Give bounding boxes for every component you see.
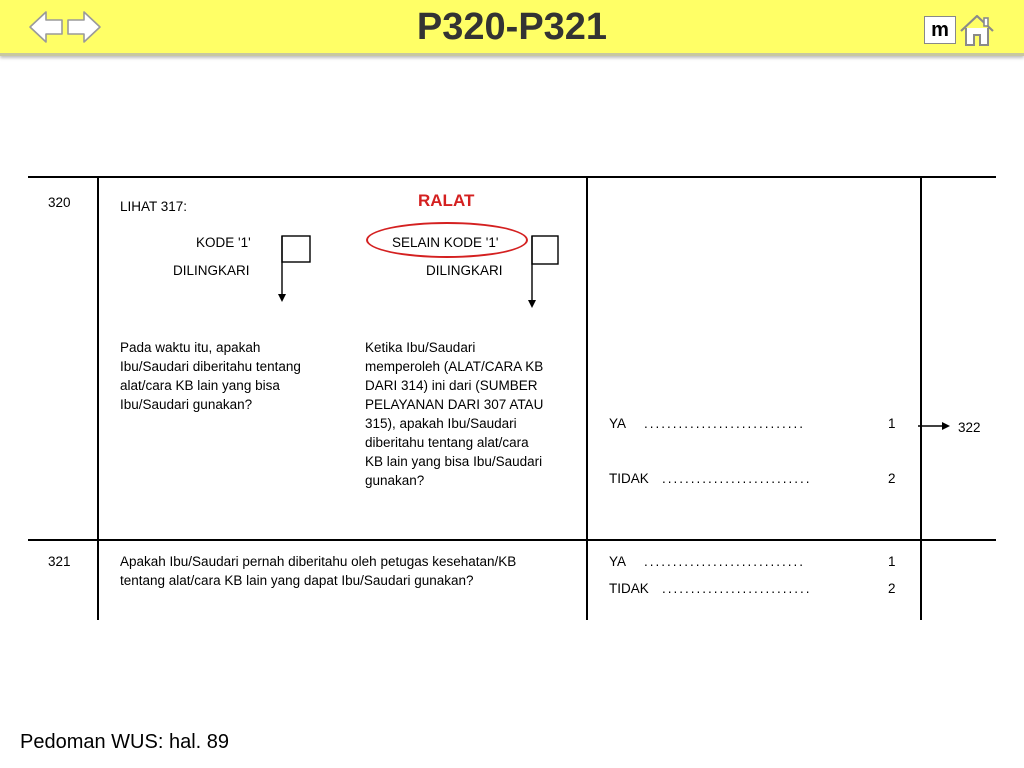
correction-highlight-oval — [366, 222, 528, 258]
header-bar: P320-P321 m — [0, 0, 1024, 56]
question-text: Apakah Ibu/Saudari pernah diberitahu ole… — [120, 554, 517, 588]
answer-label-ya: YA — [609, 416, 627, 431]
row-divider — [28, 539, 996, 541]
skip-target: 322 — [958, 420, 981, 435]
ralat-label: RALAT — [418, 191, 475, 210]
table-top-rule — [28, 176, 996, 178]
menu-button[interactable]: m — [924, 16, 956, 44]
answer-code: 2 — [888, 471, 896, 486]
question-number: 321 — [48, 554, 71, 569]
answer-code: 2 — [888, 581, 896, 596]
see-instruction: LIHAT 317: — [120, 199, 188, 214]
right-question-text: Ketika Ibu/Saudari memperoleh (ALAT/CARA… — [365, 340, 544, 488]
left-condition-code: KODE '1' — [196, 235, 251, 250]
answer-leader-dots: .......................... — [662, 471, 812, 486]
back-arrow-icon[interactable] — [28, 9, 64, 50]
answer-label-tidak: TIDAK — [609, 471, 649, 486]
home-icon[interactable] — [958, 12, 996, 53]
answer-leader-dots: ............................ — [644, 416, 806, 431]
answer-leader-dots: ............................ — [644, 554, 806, 569]
right-condition-code: SELAIN KODE '1' — [392, 235, 499, 250]
answer-leader-dots: .......................... — [662, 581, 812, 596]
column-divider — [97, 176, 99, 620]
right-flag-arrow-icon — [528, 235, 559, 308]
forward-arrow-icon[interactable] — [66, 9, 102, 50]
right-condition-circled: DILINGKARI — [426, 263, 503, 278]
questionnaire-table — [28, 176, 996, 620]
answer-code: 1 — [888, 554, 896, 569]
page-title: P320-P321 — [416, 6, 608, 48]
left-flag-arrow-icon — [278, 235, 311, 302]
answer-label-tidak: TIDAK — [609, 581, 649, 596]
column-divider — [586, 176, 588, 620]
answer-label-ya: YA — [609, 554, 627, 569]
left-question-text: Pada waktu itu, apakah Ibu/Saudari diber… — [120, 340, 301, 412]
left-condition-circled: DILINGKARI — [173, 263, 250, 278]
footer-reference: Pedoman WUS: hal. 89 — [20, 731, 229, 753]
question-number: 320 — [48, 195, 71, 210]
answer-code: 1 — [888, 416, 896, 431]
column-divider — [920, 176, 922, 620]
